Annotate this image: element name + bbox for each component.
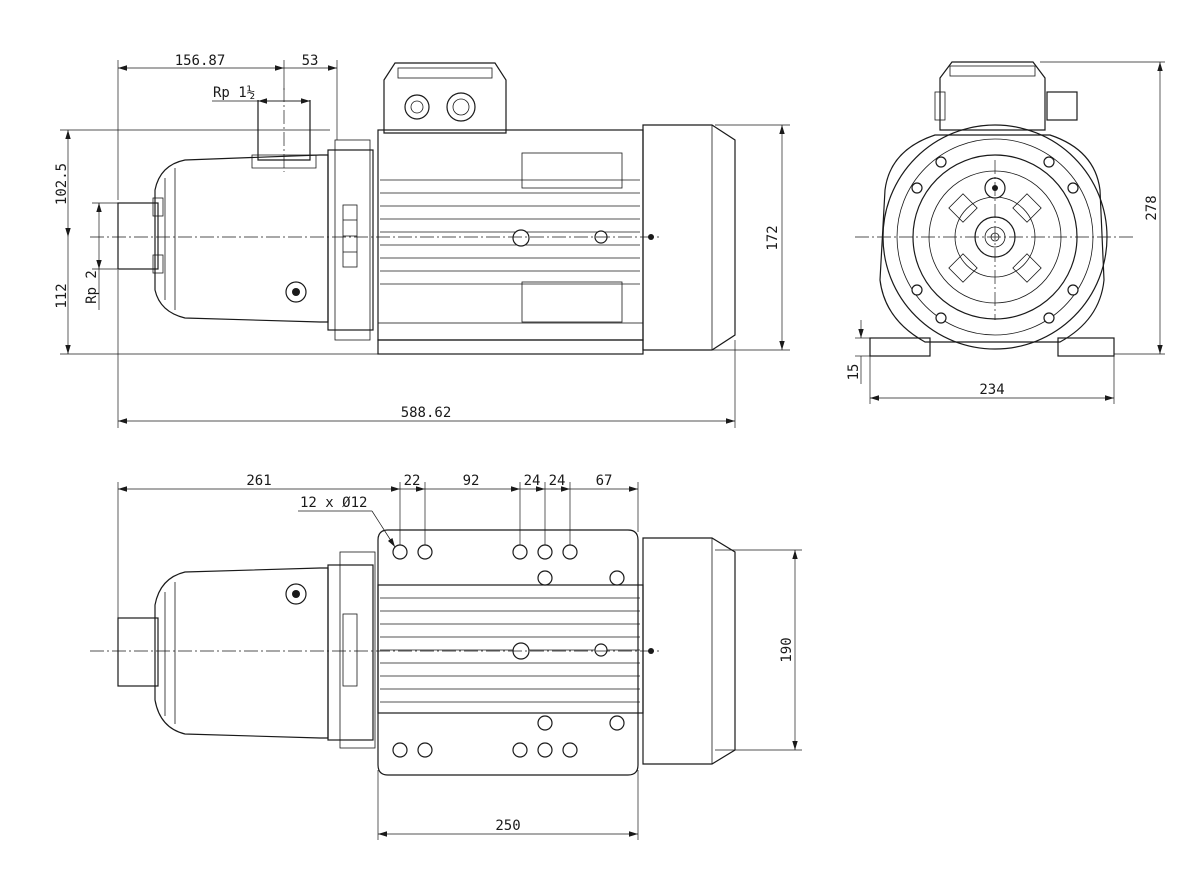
- dim-suction-offset: 156.87: [175, 53, 226, 69]
- dim-hole-pitch-c: 24: [524, 473, 541, 489]
- dim-motor-height: 172: [765, 225, 781, 250]
- dim-hole-pitch-e: 67: [596, 473, 613, 489]
- end-terminal-box: [939, 61, 1046, 131]
- dim-width: 190: [779, 637, 795, 662]
- dim-total-height: 278: [1144, 195, 1160, 220]
- pump-motor-flange: [327, 149, 374, 331]
- top-fan-cover: [642, 537, 736, 765]
- label-suction-thread: Rp 2: [84, 270, 100, 304]
- dim-foot-height: 15: [846, 364, 862, 381]
- dim-total-length: 588.62: [401, 405, 452, 421]
- dim-base-length: 250: [495, 818, 520, 834]
- end-view: 278 15 234: [846, 61, 1165, 404]
- suction-nozzle: [117, 202, 159, 270]
- mounting-holes: [392, 544, 578, 758]
- top-cooling-fins: [380, 597, 640, 703]
- dim-hole-pitch-d: 24: [549, 473, 566, 489]
- cooling-fins: [380, 179, 640, 285]
- end-foot-left: [869, 337, 931, 357]
- dim-discharge-height: 102.5: [54, 163, 70, 205]
- dim-shaft-height: 112: [54, 283, 70, 308]
- fan-cover: [642, 124, 736, 351]
- dim-hole-pitch-b: 92: [463, 473, 480, 489]
- terminal-box: [383, 62, 507, 134]
- side-view: 156.87 53 Rp 1½ 102.5 112 Rp 2 172 588.6…: [54, 53, 790, 428]
- top-view: 261 22 92 24 24 67 12 x Ø12 190 250: [90, 473, 802, 840]
- dim-foot-span: 234: [979, 382, 1004, 398]
- base-plate: [377, 529, 639, 776]
- dim-discharge-width: 53: [302, 53, 319, 69]
- end-foot-right: [1057, 337, 1115, 357]
- motor-base: [377, 339, 644, 355]
- dim-to-first-hole: 261: [246, 473, 271, 489]
- dim-hole-pitch-a: 22: [404, 473, 421, 489]
- top-suction-nozzle: [117, 617, 159, 687]
- label-mounting-holes: 12 x Ø12: [300, 495, 367, 511]
- motor-housing-end: [879, 134, 1105, 343]
- label-discharge-thread: Rp 1½: [213, 85, 255, 101]
